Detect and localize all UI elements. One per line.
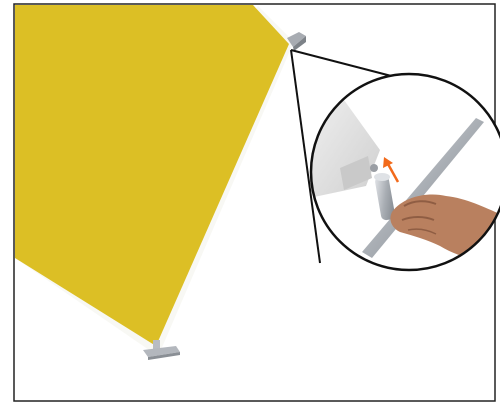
diagram-canvas <box>0 0 500 402</box>
diagram-figure <box>0 0 500 402</box>
